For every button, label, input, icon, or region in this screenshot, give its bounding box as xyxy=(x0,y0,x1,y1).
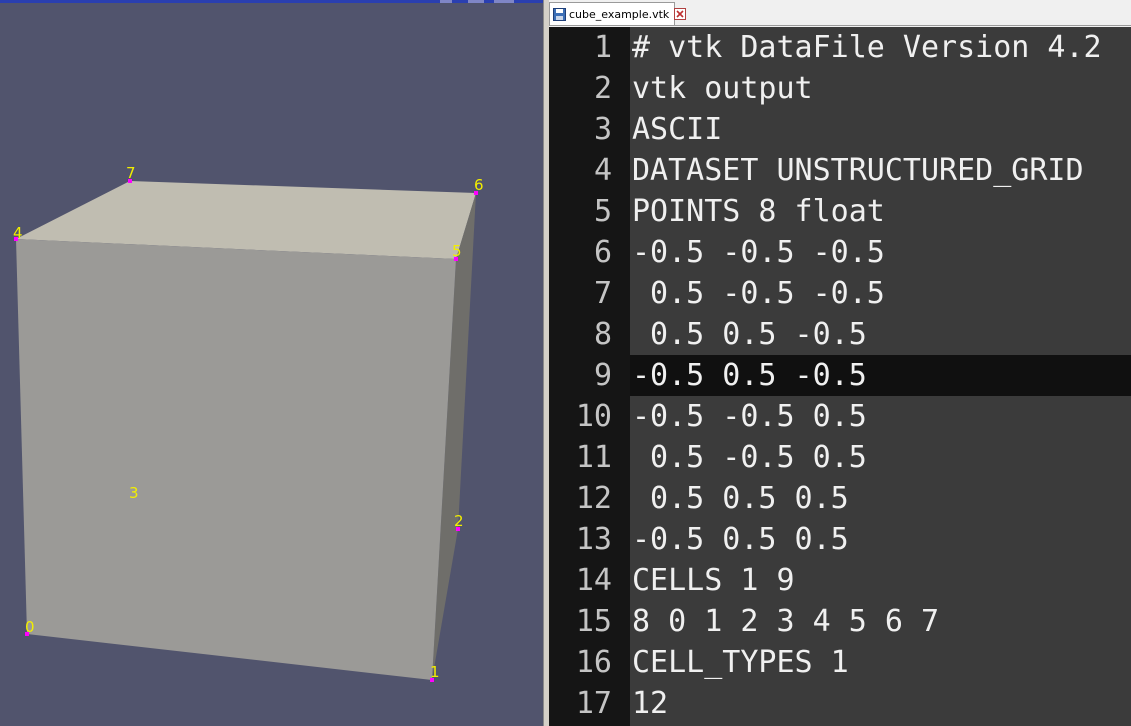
line-number: 16 xyxy=(575,645,612,680)
line-text: POINTS 8 float xyxy=(632,194,885,229)
line-number: 5 xyxy=(593,194,612,229)
point-label-4: 4 xyxy=(13,224,23,242)
line-number: 13 xyxy=(575,522,612,557)
point-label-6: 6 xyxy=(474,176,484,194)
point-label-3: 3 xyxy=(129,484,139,502)
line-number: 10 xyxy=(575,399,612,434)
point-label-5: 5 xyxy=(452,242,462,260)
point-marker-7 xyxy=(128,179,132,183)
code-line[interactable]: 4 DATASET UNSTRUCTURED_GRID xyxy=(549,150,1131,191)
point-marker-4 xyxy=(14,237,18,241)
line-text: CELLS 1 9 xyxy=(632,563,795,598)
point-label-1: 1 xyxy=(430,663,440,681)
point-label-0: 0 xyxy=(25,618,35,636)
line-text: 0.5 0.5 -0.5 xyxy=(632,317,867,352)
code-line[interactable]: 16 CELL_TYPES 1 xyxy=(549,642,1131,683)
line-number-gutter xyxy=(549,27,630,726)
line-number: 4 xyxy=(593,153,612,188)
code-line[interactable]: 3 ASCII xyxy=(549,109,1131,150)
code-line[interactable]: 2 vtk output xyxy=(549,68,1131,109)
line-text: DATASET UNSTRUCTURED_GRID xyxy=(632,153,1084,188)
point-marker-5 xyxy=(454,257,458,261)
tab-cube-example[interactable]: cube_example.vtk xyxy=(549,2,687,25)
point-marker-2 xyxy=(456,527,460,531)
line-text: -0.5 0.5 -0.5 xyxy=(632,358,867,393)
line-number: 14 xyxy=(575,563,612,598)
point-markers xyxy=(14,179,478,682)
line-text: vtk output xyxy=(632,71,813,106)
tab-title: cube_example.vtk xyxy=(569,7,670,21)
line-number: 6 xyxy=(593,235,612,270)
code-line[interactable]: 10 -0.5 -0.5 0.5 xyxy=(549,396,1131,437)
line-number: 3 xyxy=(593,112,612,147)
point-marker-0 xyxy=(25,632,29,636)
line-number: 17 xyxy=(575,686,612,721)
code-line[interactable]: 5 POINTS 8 float xyxy=(549,191,1131,232)
code-line[interactable]: 14 CELLS 1 9 xyxy=(549,560,1131,601)
point-marker-1 xyxy=(430,678,434,682)
line-text: -0.5 -0.5 0.5 xyxy=(632,399,867,434)
code-line[interactable]: 1 # vtk DataFile Version 4.2 xyxy=(549,27,1131,68)
line-number: 12 xyxy=(575,481,612,516)
code-line[interactable]: 9 -0.5 0.5 -0.5 xyxy=(549,355,1131,396)
point-label-2: 2 xyxy=(454,512,464,530)
render-viewport[interactable]: 0 1 2 3 4 5 6 7 xyxy=(0,0,543,726)
code-line[interactable]: 15 8 0 1 2 3 4 5 6 7 xyxy=(549,601,1131,642)
point-marker-6 xyxy=(474,191,478,195)
save-icon xyxy=(553,7,566,21)
line-text: # vtk DataFile Version 4.2 xyxy=(632,30,1102,65)
code-line[interactable]: 12 0.5 0.5 0.5 xyxy=(549,478,1131,519)
line-text: 8 0 1 2 3 4 5 6 7 xyxy=(632,604,940,639)
viewport-active-border xyxy=(0,0,543,3)
line-text: 0.5 0.5 0.5 xyxy=(632,481,849,516)
line-text: -0.5 0.5 0.5 xyxy=(632,522,849,557)
current-line-highlight xyxy=(630,355,1131,396)
line-text: -0.5 -0.5 -0.5 xyxy=(632,235,885,270)
line-number: 15 xyxy=(575,604,612,639)
line-number: 9 xyxy=(593,358,612,393)
code-line[interactable]: 6 -0.5 -0.5 -0.5 xyxy=(549,232,1131,273)
line-text: 12 xyxy=(632,686,669,721)
line-number: 7 xyxy=(593,276,612,311)
close-icon[interactable] xyxy=(674,8,687,20)
editor-pane: cube_example.vtk 1 # vtk DataFile Version… xyxy=(549,0,1131,726)
code-line[interactable]: 11 0.5 -0.5 0.5 xyxy=(549,437,1131,478)
cube-render: 0 1 2 3 4 5 6 7 xyxy=(13,164,484,682)
code-line[interactable]: 7 0.5 -0.5 -0.5 xyxy=(549,273,1131,314)
line-number: 8 xyxy=(593,317,612,352)
cube-front-face xyxy=(16,239,456,680)
cube-top-face xyxy=(16,181,476,259)
code-line[interactable]: 8 0.5 0.5 -0.5 xyxy=(549,314,1131,355)
line-text: 0.5 -0.5 -0.5 xyxy=(632,276,885,311)
pane-splitter[interactable] xyxy=(543,0,549,726)
line-number: 11 xyxy=(575,440,612,475)
point-label-7: 7 xyxy=(126,164,136,182)
line-text: ASCII xyxy=(632,112,723,147)
tab-bar: cube_example.vtk xyxy=(549,0,1131,26)
line-text: 0.5 -0.5 0.5 xyxy=(632,440,867,475)
cube-right-face xyxy=(432,193,476,680)
line-number: 2 xyxy=(593,71,612,106)
code-line[interactable]: 13 -0.5 0.5 0.5 xyxy=(549,519,1131,560)
line-text: CELL_TYPES 1 xyxy=(632,645,849,680)
line-number: 1 xyxy=(593,30,612,65)
